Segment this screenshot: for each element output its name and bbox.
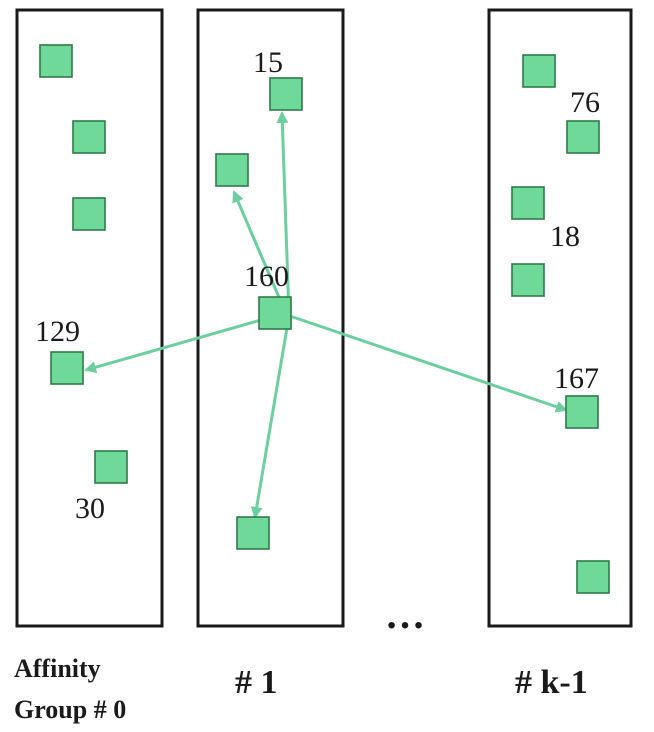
edge-160-to-129 bbox=[84, 314, 276, 374]
node-18 bbox=[511, 186, 545, 220]
label-15: 15 bbox=[253, 46, 283, 79]
label-30: 30 bbox=[75, 492, 105, 525]
ellipsis: … bbox=[385, 592, 431, 637]
edge-160-to-167 bbox=[289, 314, 568, 413]
node-groupk-4 bbox=[511, 263, 545, 297]
node-group0-3 bbox=[72, 197, 106, 231]
edge-160-to-15 bbox=[276, 111, 291, 317]
node-129 bbox=[50, 351, 84, 385]
edge-160-to-bottom-node bbox=[250, 315, 291, 519]
caption-group-k-1: # k-1 bbox=[515, 664, 588, 701]
caption-group0-line2: Group # 0 bbox=[14, 695, 126, 724]
affinity-group-1-box bbox=[196, 8, 345, 628]
label-129: 129 bbox=[35, 315, 80, 348]
node-167 bbox=[565, 395, 599, 429]
affinity-group-k-1-box bbox=[487, 8, 633, 628]
node-groupk-bottom bbox=[576, 560, 610, 594]
label-167: 167 bbox=[554, 362, 599, 395]
node-group1-left bbox=[215, 153, 249, 187]
node-group0-1 bbox=[39, 44, 73, 78]
label-160: 160 bbox=[244, 260, 289, 293]
node-group0-2 bbox=[72, 120, 106, 154]
label-76: 76 bbox=[570, 86, 600, 119]
node-groupk-1 bbox=[522, 54, 556, 88]
node-160 bbox=[258, 296, 292, 330]
affinity-group-0-box bbox=[15, 8, 164, 628]
node-76 bbox=[566, 120, 600, 154]
label-18: 18 bbox=[550, 220, 580, 253]
caption-group0-line1: Affinity bbox=[14, 654, 101, 683]
node-group1-bottom bbox=[236, 516, 270, 550]
edge-160-to-left-node bbox=[232, 190, 289, 317]
node-30 bbox=[94, 450, 128, 484]
node-15 bbox=[269, 77, 303, 111]
caption-group1: # 1 bbox=[235, 664, 278, 701]
